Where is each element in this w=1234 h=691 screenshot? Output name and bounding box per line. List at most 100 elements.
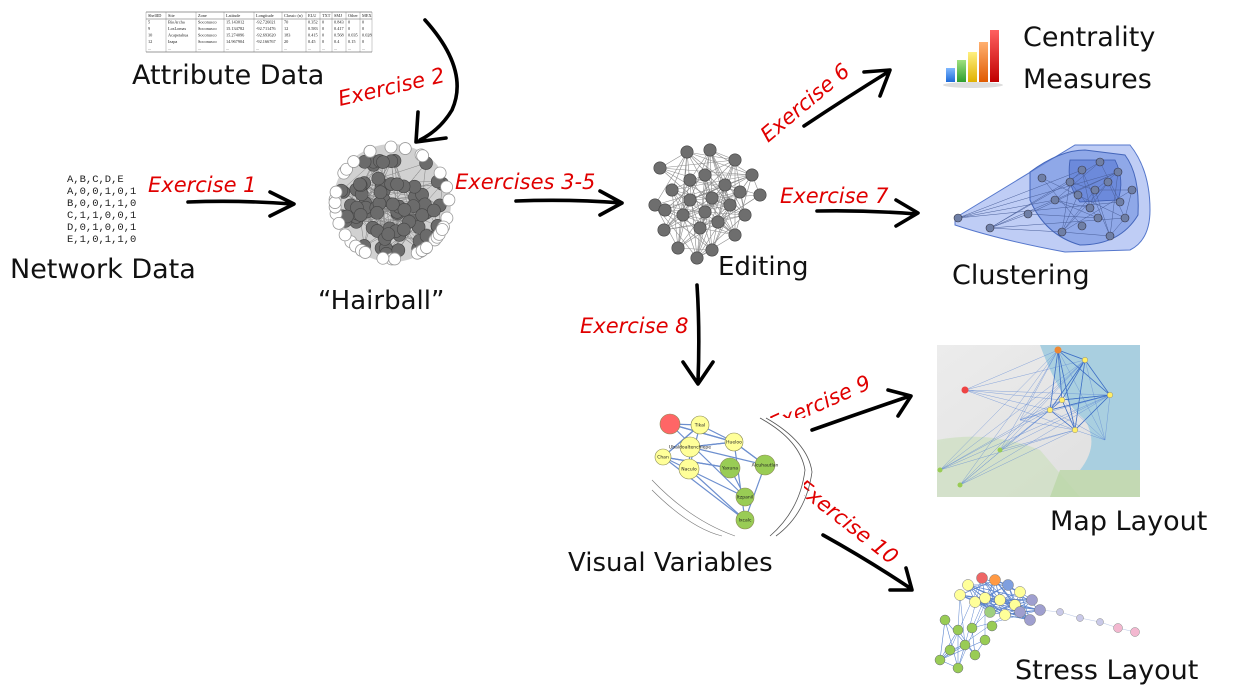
table-cell: -92.726021 [256,20,276,25]
stress-node [1056,608,1064,616]
hairball-node [397,222,411,237]
table-cell: 15.274096 [226,33,245,38]
cluster-node [1077,221,1087,231]
table-cell: 12 [148,39,152,44]
table-header-cell: TXT [322,13,331,18]
map-node [957,482,963,488]
table-cell: Acapetahua [168,33,188,38]
stress-node [984,606,996,618]
editing-node [690,251,704,265]
cluster-node [1093,213,1103,223]
arrow-ex8 [681,283,715,386]
cluster-node [953,213,963,223]
editing-node [683,173,697,187]
vv-node-label: Ixcalc [739,518,752,524]
table-cell: 0 [322,39,324,44]
cluster-node [985,223,995,233]
clustering-network [953,144,1151,253]
table-cell: 0.583 [308,26,318,31]
label-hairball: “Hairball” [318,286,444,316]
stress-node [1130,627,1140,637]
table-cell: ... [334,46,337,51]
map-node [1046,407,1053,414]
map-node [937,467,943,473]
label-attribute-data: Attribute Data [132,60,324,91]
table-cell: -92.166767 [256,39,277,44]
arrow-ex10 [821,533,914,592]
table-header-cell: Zone [198,13,207,18]
vv-node-label: Ubaldoaltenchlepe [669,445,711,451]
label-centrality-line2: Measures [1023,64,1152,95]
stress-node [986,620,998,632]
cluster-node [1037,173,1047,183]
table-cell: ... [256,46,259,51]
table-header-cell: ELU [308,13,317,18]
hairball-node [353,177,367,192]
table-cell: 0.45 [308,39,316,44]
table-cell: 0 [322,33,324,38]
stress-node [969,596,981,608]
matrix-row: A,0,0,1,0,1 [67,186,136,198]
hairball-node [427,203,441,218]
table-cell: ... [284,46,287,51]
table-cell: 14.967904 [226,39,245,44]
table-cell: -92.711476 [256,26,276,31]
vv-node [735,487,755,507]
editing-node [665,183,679,197]
arrow-ex7 [815,198,920,228]
stress-node [934,654,946,666]
stress-node [1096,618,1104,626]
vv-node [659,413,681,435]
table-cell: 0.843 [334,20,344,25]
stress-layout-network [934,572,1140,674]
stress-node [944,644,956,656]
editing-node [657,223,671,237]
cluster-node [1103,177,1113,187]
table-cell: 20 [284,39,288,44]
cluster-node [1057,227,1067,237]
table-cell: Soconusco [198,39,217,44]
editing-node [753,188,767,202]
hairball-node [386,197,400,212]
matrix-row: E,1,0,1,1,0 [67,234,136,246]
table-cell: 10 [148,33,152,38]
map-layout-image [937,345,1140,497]
cluster-node [1065,177,1075,187]
map-node [961,386,969,394]
editing-node [705,243,719,257]
stress-node [1026,594,1038,606]
editing-node [711,215,725,229]
vv-node [719,457,741,479]
table-cell: ... [308,46,311,51]
cluster-node [1073,190,1083,200]
table-cell: 0 [348,20,350,25]
cluster-node [1115,197,1125,207]
stress-node [952,662,964,674]
vv-node-label: Alcuhautlan [752,463,779,469]
table-cell: 0.415 [308,33,318,38]
cluster-node [1023,209,1033,219]
cluster-node [1077,165,1087,175]
matrix-row: B,0,0,1,1,0 [67,198,136,210]
network-matrix: A,B,C,D,EA,0,0,1,0,1B,0,0,1,1,0C,1,1,0,0… [67,174,136,246]
label-clustering: Clustering [952,260,1090,291]
table-header-cell: Classic (n) [284,13,303,18]
editing-node [723,198,737,212]
table-header-cell: Longitude [256,13,274,18]
stress-node [979,634,991,646]
stress-node [969,649,981,661]
vv-node [754,454,776,476]
vv-node-label: Yaxuna [721,466,738,472]
table-cell: 0 [362,26,364,31]
table-cell: ... [348,46,351,51]
editing-node [698,168,712,182]
label-stress-layout: Stress Layout [1015,655,1198,686]
hairball-node [381,227,396,241]
editing-node [703,143,717,157]
table-cell: LosLomas [168,26,186,31]
table-cell: 0.035 [348,33,358,38]
table-cell: Soconusco [198,33,217,38]
cluster-node [1090,185,1100,195]
vv-node [735,510,755,530]
table-header-cell: SMJ [334,13,342,18]
